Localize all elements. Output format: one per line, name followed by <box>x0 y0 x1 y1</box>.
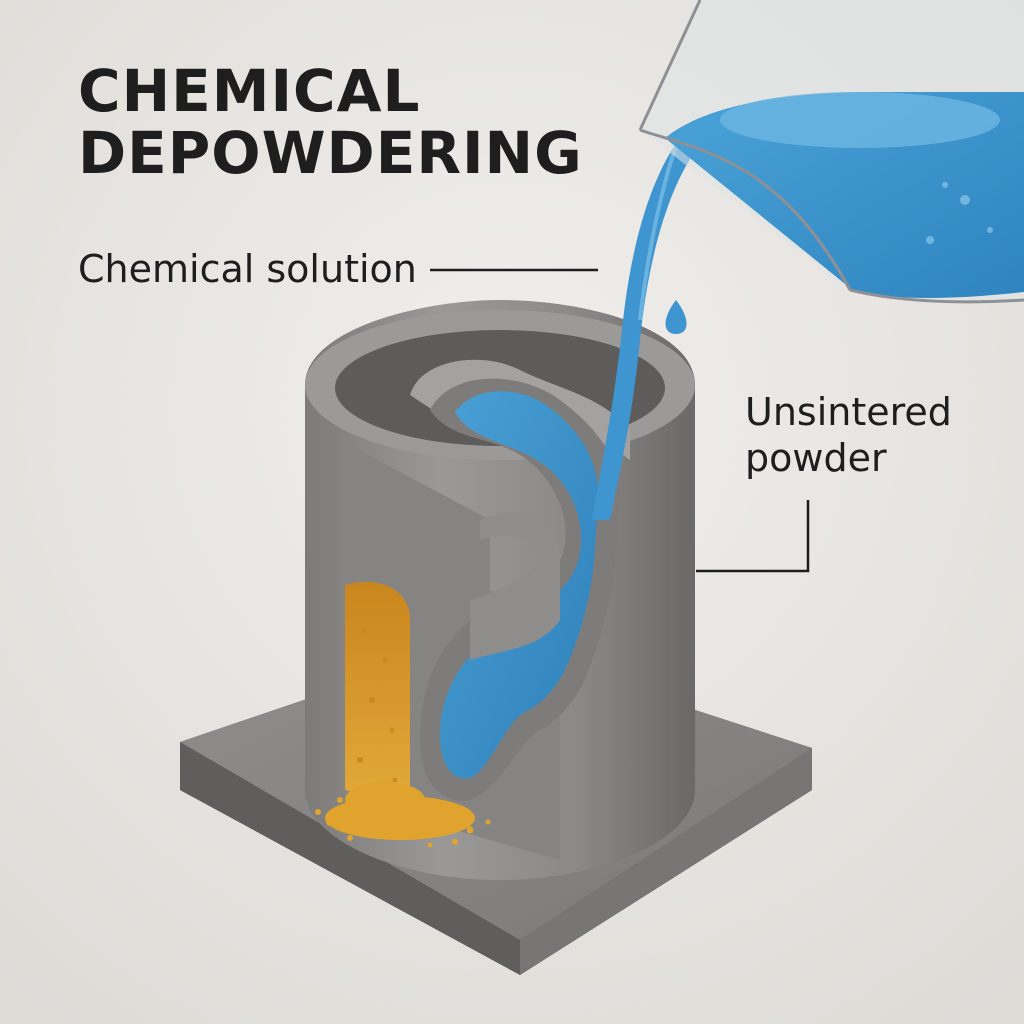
beaker <box>638 0 1024 304</box>
page-title: CHEMICAL DEPOWDERING <box>78 60 583 184</box>
pouring-stream <box>592 125 700 520</box>
powder-label-line-2: powder <box>745 436 887 480</box>
powder-leader-line <box>696 500 810 573</box>
liquid-in-channel <box>440 391 599 779</box>
chemical-solution-label: Chemical solution <box>78 247 417 291</box>
unsintered-powder-pile <box>315 782 491 848</box>
unsintered-powder-label: Unsintered powder <box>745 389 985 481</box>
title-line-2: DEPOWDERING <box>78 119 583 187</box>
printed-part <box>305 300 695 880</box>
title-line-1: CHEMICAL <box>78 57 421 125</box>
liquid-drop <box>665 300 687 334</box>
powder-label-line-1: Unsintered <box>745 390 952 434</box>
